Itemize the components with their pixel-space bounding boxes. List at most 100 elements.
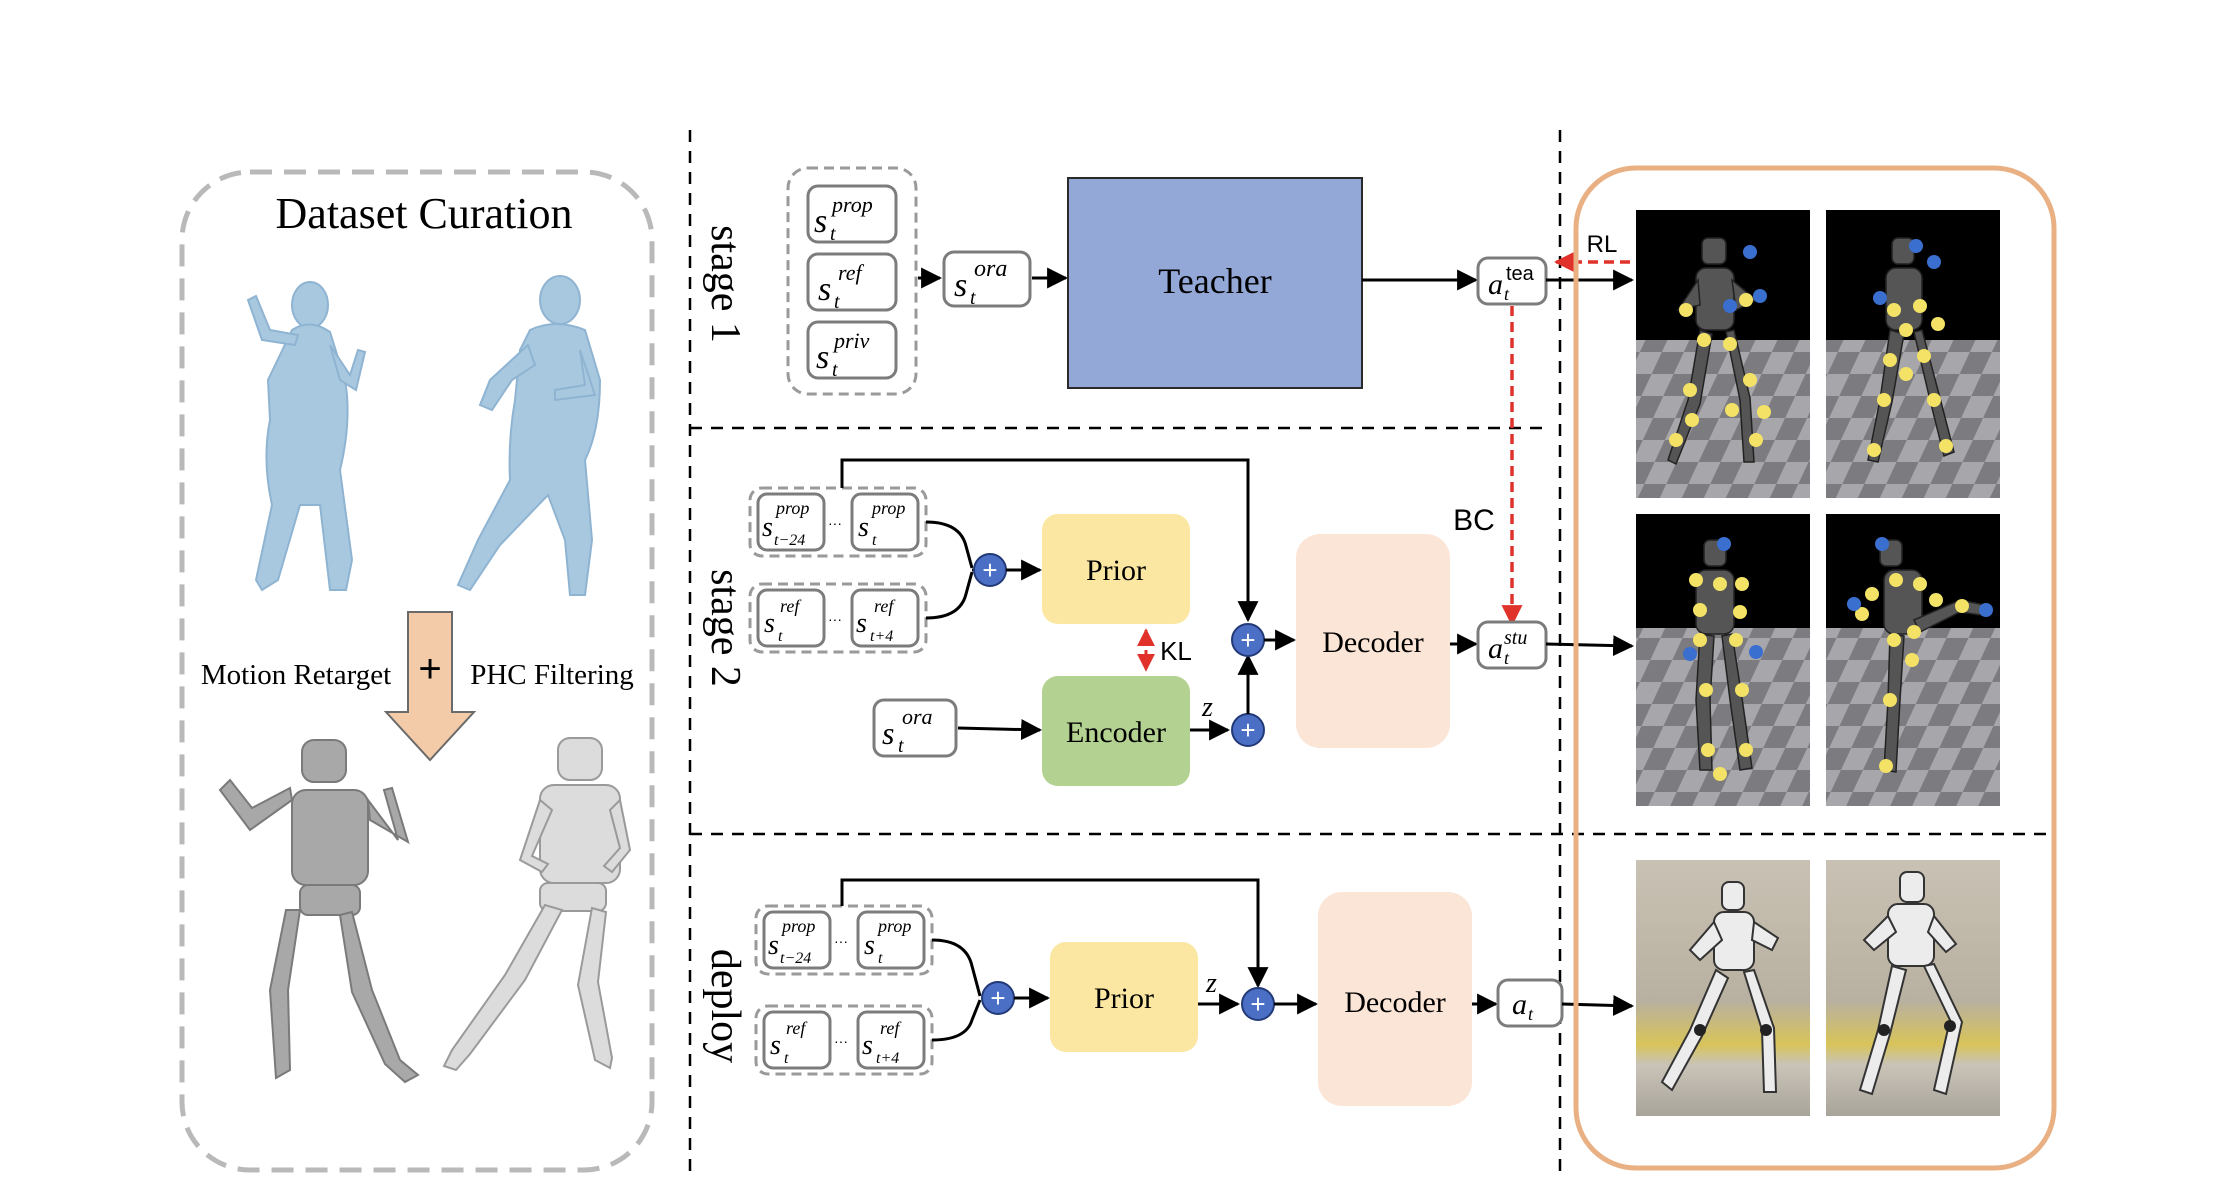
- svg-text:s: s: [856, 608, 867, 639]
- svg-text:t: t: [778, 628, 783, 645]
- human-figure-right: [456, 275, 602, 596]
- svg-text:t: t: [872, 532, 877, 549]
- svg-text:t: t: [832, 359, 838, 381]
- svg-text:Teacher: Teacher: [1158, 261, 1271, 301]
- svg-text:ref: ref: [880, 1018, 902, 1038]
- z-label-stage2: z: [1201, 692, 1213, 723]
- svg-text:···: ···: [828, 611, 842, 627]
- prior-block-stage2: Prior: [1042, 514, 1190, 624]
- stage1: s t prop s t ref s t priv s t ora Teache…: [786, 166, 1635, 396]
- svg-text:···: ···: [834, 933, 848, 949]
- a-tea-box: a t tea: [1476, 256, 1548, 306]
- rl-label: RL: [1587, 231, 1618, 258]
- teacher-block: Teacher: [1067, 177, 1363, 389]
- dataset-title: Dataset Curation: [276, 189, 573, 238]
- svg-text:s: s: [764, 608, 775, 639]
- svg-text:ref: ref: [874, 596, 896, 616]
- svg-text:t: t: [830, 223, 836, 245]
- decoder-block-deploy: Decoder: [1318, 892, 1472, 1106]
- sim-image-stage1-a: [1636, 210, 1810, 498]
- a-stu-box: a t stu: [1476, 620, 1548, 670]
- deploy-s-prop-history: s t−24 prop ··· s t prop: [762, 910, 926, 970]
- svg-text:s: s: [814, 203, 827, 240]
- svg-text:+: +: [982, 555, 997, 585]
- deploy-s-ref-future: s t ref ··· s t+4 ref: [762, 1010, 926, 1070]
- stage1-obs-group: [786, 166, 918, 396]
- svg-text:prop: prop: [780, 916, 815, 936]
- svg-text:+: +: [1240, 625, 1255, 655]
- svg-text:s: s: [768, 930, 779, 961]
- sim-image-stage2-b: [1826, 514, 2000, 806]
- svg-text:s: s: [862, 1030, 873, 1061]
- robot-figure-right: [442, 737, 632, 1072]
- svg-text:s: s: [770, 1030, 781, 1061]
- curation-plus: +: [418, 647, 441, 691]
- sim-image-stage1-b: [1826, 210, 2000, 498]
- svg-text:prop: prop: [830, 192, 873, 217]
- svg-text:ora: ora: [974, 256, 1007, 282]
- bc-label: BC: [1453, 504, 1495, 537]
- svg-text:+: +: [1250, 989, 1265, 1019]
- s-priv-box: s t priv: [806, 320, 898, 381]
- plus-node-stage2-c: +: [1231, 623, 1265, 657]
- svg-text:s: s: [864, 930, 875, 961]
- svg-text:Decoder: Decoder: [1322, 626, 1424, 659]
- phc-filtering-label: PHC Filtering: [470, 659, 634, 691]
- human-figure-left: [246, 281, 367, 592]
- svg-text:stu: stu: [1504, 627, 1527, 649]
- svg-text:t+4: t+4: [876, 1050, 899, 1067]
- svg-text:Prior: Prior: [1086, 554, 1146, 587]
- svg-text:a: a: [1488, 268, 1503, 301]
- svg-text:t−24: t−24: [774, 532, 805, 549]
- svg-text:prop: prop: [870, 498, 905, 518]
- plus-node-stage2-a: +: [973, 553, 1007, 587]
- svg-text:tea: tea: [1506, 263, 1535, 285]
- kl-label: KL: [1160, 636, 1192, 666]
- stage1-label: stage 1: [702, 225, 748, 343]
- a-t-box: a t: [1496, 978, 1564, 1028]
- decoder-block-stage2: Decoder: [1296, 534, 1450, 748]
- svg-text:s: s: [882, 715, 894, 751]
- plus-node-deploy-b: +: [1241, 987, 1275, 1021]
- s-ref-box: s t ref: [806, 252, 898, 313]
- svg-text:s: s: [818, 271, 831, 308]
- svg-text:a: a: [1512, 988, 1527, 1021]
- svg-text:ref: ref: [786, 1018, 808, 1038]
- deploy: s t−24 prop ··· s t prop s t ref ··· s t…: [754, 878, 1635, 1106]
- curation-down-arrow: +: [383, 611, 477, 762]
- svg-text:t: t: [1504, 648, 1510, 668]
- encoder-block: Encoder: [1042, 676, 1190, 786]
- separators: [688, 130, 2050, 1180]
- s-prop-history: s t−24 prop ··· s t prop: [756, 492, 920, 552]
- svg-text:ref: ref: [780, 596, 802, 616]
- stage2: s t−24 prop ··· s t prop s t ref ··· s t…: [748, 458, 1635, 786]
- svg-text:+: +: [1240, 715, 1255, 745]
- svg-text:···: ···: [828, 515, 842, 531]
- svg-text:priv: priv: [832, 328, 870, 353]
- motion-retarget-label: Motion Retarget: [201, 659, 391, 691]
- svg-text:ref: ref: [838, 260, 865, 285]
- svg-text:Prior: Prior: [1094, 982, 1154, 1015]
- svg-text:t−24: t−24: [780, 950, 811, 967]
- svg-text:+: +: [990, 983, 1005, 1013]
- stage2-label: stage 2: [702, 569, 748, 687]
- svg-text:t: t: [834, 291, 840, 313]
- svg-text:t: t: [878, 950, 883, 967]
- prior-block-deploy: Prior: [1050, 942, 1198, 1052]
- svg-text:Encoder: Encoder: [1066, 716, 1166, 749]
- svg-text:t+4: t+4: [870, 628, 893, 645]
- svg-text:t: t: [1504, 284, 1510, 304]
- real-photo-deploy-b: [1826, 860, 2000, 1116]
- svg-text:s: s: [816, 339, 829, 376]
- svg-text:Decoder: Decoder: [1344, 986, 1446, 1019]
- z-label-deploy: z: [1205, 968, 1217, 999]
- results-panel: [1573, 165, 2057, 1171]
- svg-text:prop: prop: [876, 916, 911, 936]
- dataset-curation-panel: Dataset Curation + Motion Retarget PHC F…: [179, 169, 655, 1173]
- svg-text:t: t: [784, 1050, 789, 1067]
- svg-text:s: s: [858, 512, 869, 543]
- svg-text:s: s: [762, 512, 773, 543]
- svg-text:prop: prop: [774, 498, 809, 518]
- svg-text:s: s: [954, 267, 967, 304]
